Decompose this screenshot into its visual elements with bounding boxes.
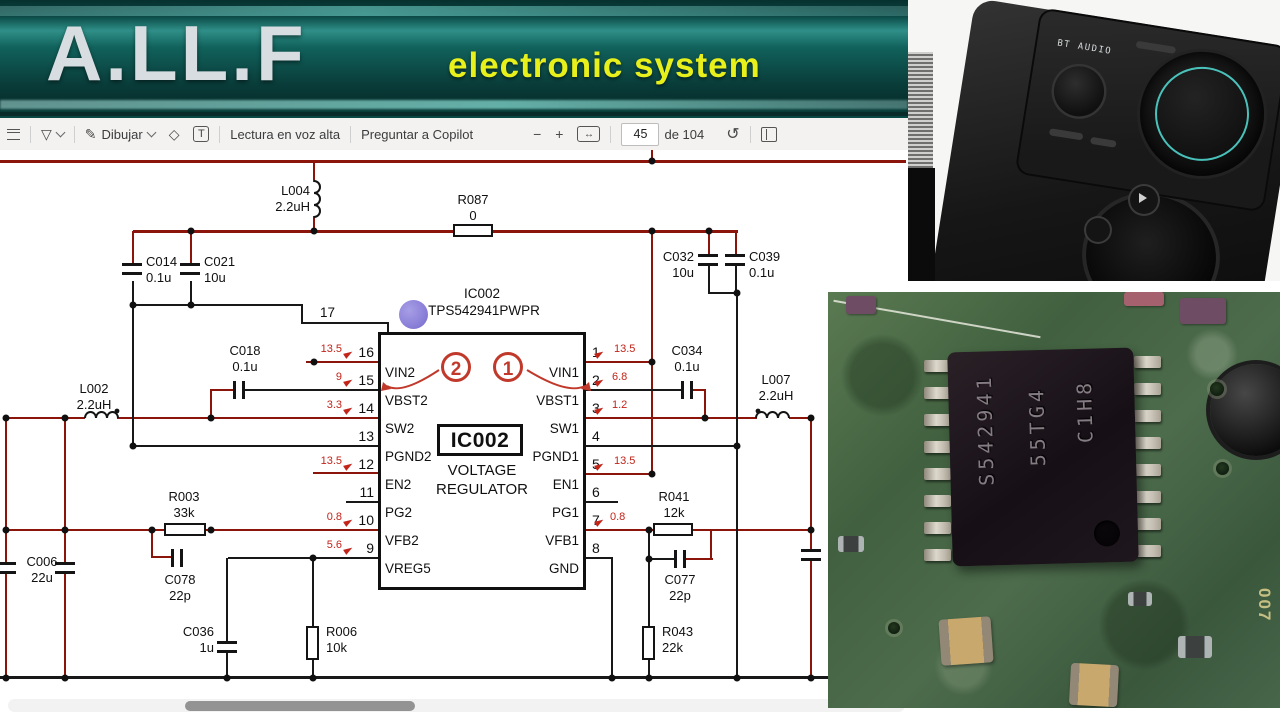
chip-lead [1134, 518, 1161, 530]
pcb-component [1180, 298, 1226, 324]
draw-label: Dibujar [101, 126, 143, 142]
pen-icon: ✎ [84, 125, 97, 142]
add-text-button[interactable]: T [186, 121, 216, 147]
chip-lead [924, 414, 951, 426]
rotate-icon: ↺ [726, 126, 740, 143]
banner-subtitle: electronic system [448, 46, 761, 85]
banner-title: A.LL.F [46, 9, 307, 97]
pcb-resistor [1178, 636, 1212, 658]
text-tool-icon: T [193, 126, 210, 142]
speaker-button [1086, 218, 1110, 242]
horizontal-scrollbar-thumb[interactable] [185, 701, 415, 711]
divider [610, 125, 612, 143]
divider [350, 125, 352, 143]
pcb-resistor [1128, 592, 1152, 606]
chip-lead [924, 360, 951, 372]
chip-lead [1134, 545, 1161, 557]
eraser-button[interactable]: ◇ [162, 121, 187, 147]
chevron-down-icon [146, 127, 157, 137]
speaker-button [1089, 136, 1117, 148]
banner-streak [0, 6, 908, 16]
speaker-play-button [1130, 186, 1158, 214]
highlighter-icon: ▽ [41, 125, 52, 142]
speaker-grille [908, 52, 933, 170]
channel-banner: A.LL.F electronic system [0, 0, 908, 118]
pcb-resistor [838, 536, 864, 552]
zoom-out-button[interactable]: − [526, 121, 548, 147]
read-aloud-label: Lectura en voz alta [230, 126, 341, 142]
chip-lead [1134, 356, 1161, 368]
page-number-input[interactable]: 45 [621, 122, 660, 146]
pcb-via [1210, 382, 1224, 396]
page-view-button[interactable] [754, 121, 784, 147]
pcb-chip: S542941 55TG4 C1H8 [947, 347, 1139, 567]
divider [73, 125, 75, 143]
horizontal-scrollbar-track[interactable] [8, 699, 905, 712]
pcb-edge-marking: 007 [1255, 588, 1274, 623]
chip-lead [924, 549, 951, 561]
chip-lead [924, 387, 951, 399]
pcb-capacitor [1068, 662, 1120, 708]
draw-button[interactable]: ✎Dibujar [78, 121, 162, 147]
pdf-toolbar: ▽ ✎Dibujar ◇ T Lectura en voz alta Pregu… [0, 118, 908, 151]
pcb-via [1216, 462, 1229, 475]
read-aloud-button[interactable]: Lectura en voz alta [223, 121, 347, 147]
speaker-photo: BT AUDIO [908, 0, 1280, 281]
pcb-inductor [1210, 364, 1280, 456]
eraser-icon: ◇ [168, 125, 180, 142]
chip-marking: C1H8 [1071, 378, 1098, 444]
toc-icon [7, 128, 20, 140]
pdf-page [0, 150, 908, 720]
speaker-jog-wheel [1131, 42, 1273, 185]
chip-marking: 55TG4 [1024, 385, 1051, 467]
ask-copilot-button[interactable]: Preguntar a Copilot [354, 121, 480, 147]
speaker-knob [1050, 62, 1108, 120]
page-total-label: de 104 [664, 126, 705, 142]
rotate-button[interactable]: ↺ [719, 121, 746, 147]
divider [30, 125, 31, 143]
chevron-down-icon [55, 127, 66, 137]
chip-lead [924, 441, 951, 453]
page-view-icon [760, 126, 777, 142]
divider [749, 125, 751, 143]
pcb-photo: S542941 55TG4 C1H8 007 [828, 292, 1280, 708]
pcb-capacitor [938, 616, 994, 666]
chip-marking: S542941 [971, 373, 999, 487]
chip-lead [1134, 464, 1161, 476]
toc-button[interactable] [0, 121, 27, 147]
zoom-in-icon: + [555, 126, 564, 142]
chip-lead [1134, 437, 1161, 449]
page-number-group: 45 de 104 [614, 121, 711, 147]
speaker-display-text: BT AUDIO [1056, 38, 1113, 57]
ask-copilot-label: Preguntar a Copilot [361, 126, 474, 142]
chip-lead [1134, 491, 1161, 503]
zoom-in-button[interactable]: + [548, 121, 570, 147]
speaker-button [1135, 40, 1177, 54]
zoom-out-icon: − [533, 126, 542, 142]
banner-streak [0, 100, 908, 109]
chip-lead [1134, 383, 1161, 395]
pcb-via [888, 622, 900, 634]
speaker-grille-shadow [908, 168, 935, 281]
divider [219, 125, 221, 143]
chip-lead [1134, 410, 1161, 422]
fit-width-icon: ↔ [577, 126, 601, 142]
chip-lead [924, 495, 951, 507]
fit-width-button[interactable]: ↔ [570, 121, 607, 147]
chip-lead [924, 468, 951, 480]
banner-streak [0, 112, 908, 116]
speaker-button [1048, 128, 1084, 141]
pcb-component [846, 296, 876, 314]
chip-pin1-dimple [1093, 520, 1121, 547]
pcb-component [1124, 292, 1164, 306]
highlighter-button[interactable]: ▽ [34, 121, 71, 147]
chip-lead [924, 522, 951, 534]
